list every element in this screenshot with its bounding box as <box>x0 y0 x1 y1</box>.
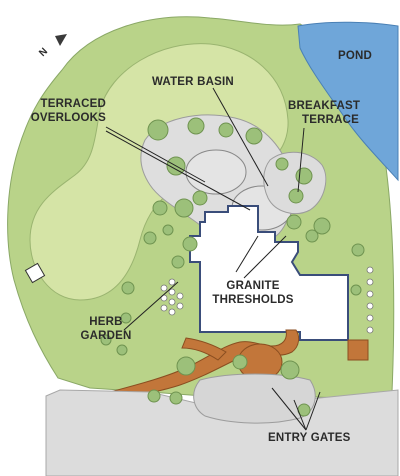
breakfast-terrace <box>263 151 327 214</box>
house <box>189 205 349 341</box>
lawn-square <box>24 262 46 284</box>
granite-thresholds-label-line1: GRANITE <box>226 280 280 292</box>
granite-thresholds-label-line2: THRESHOLDS <box>212 294 294 306</box>
water-basin-label: WATER BASIN <box>152 76 234 88</box>
entry-gates-label: ENTRY GATES <box>268 432 351 444</box>
leader-lines <box>105 87 321 431</box>
herb-garden-label-line1: HERB <box>89 316 123 328</box>
herb-garden-label-line2: GARDEN <box>80 330 132 342</box>
herb-garden-beds <box>160 266 374 334</box>
terraced-overlooks-label-line1: TERRACED <box>40 98 106 110</box>
pond-label: POND <box>338 50 373 62</box>
breakfast-terrace-label-line2: TERRACE <box>302 114 359 126</box>
north-arrow-icon <box>55 34 67 46</box>
pond <box>297 21 399 182</box>
entry-left-path <box>181 337 227 361</box>
terraced-overlooks-label-line2: OVERLOOKS <box>30 112 106 124</box>
water-basin-upper <box>185 149 247 195</box>
entry-court <box>193 373 316 424</box>
side-shed <box>347 339 369 361</box>
breakfast-terrace-label-line1: BREAKFAST <box>288 100 361 112</box>
